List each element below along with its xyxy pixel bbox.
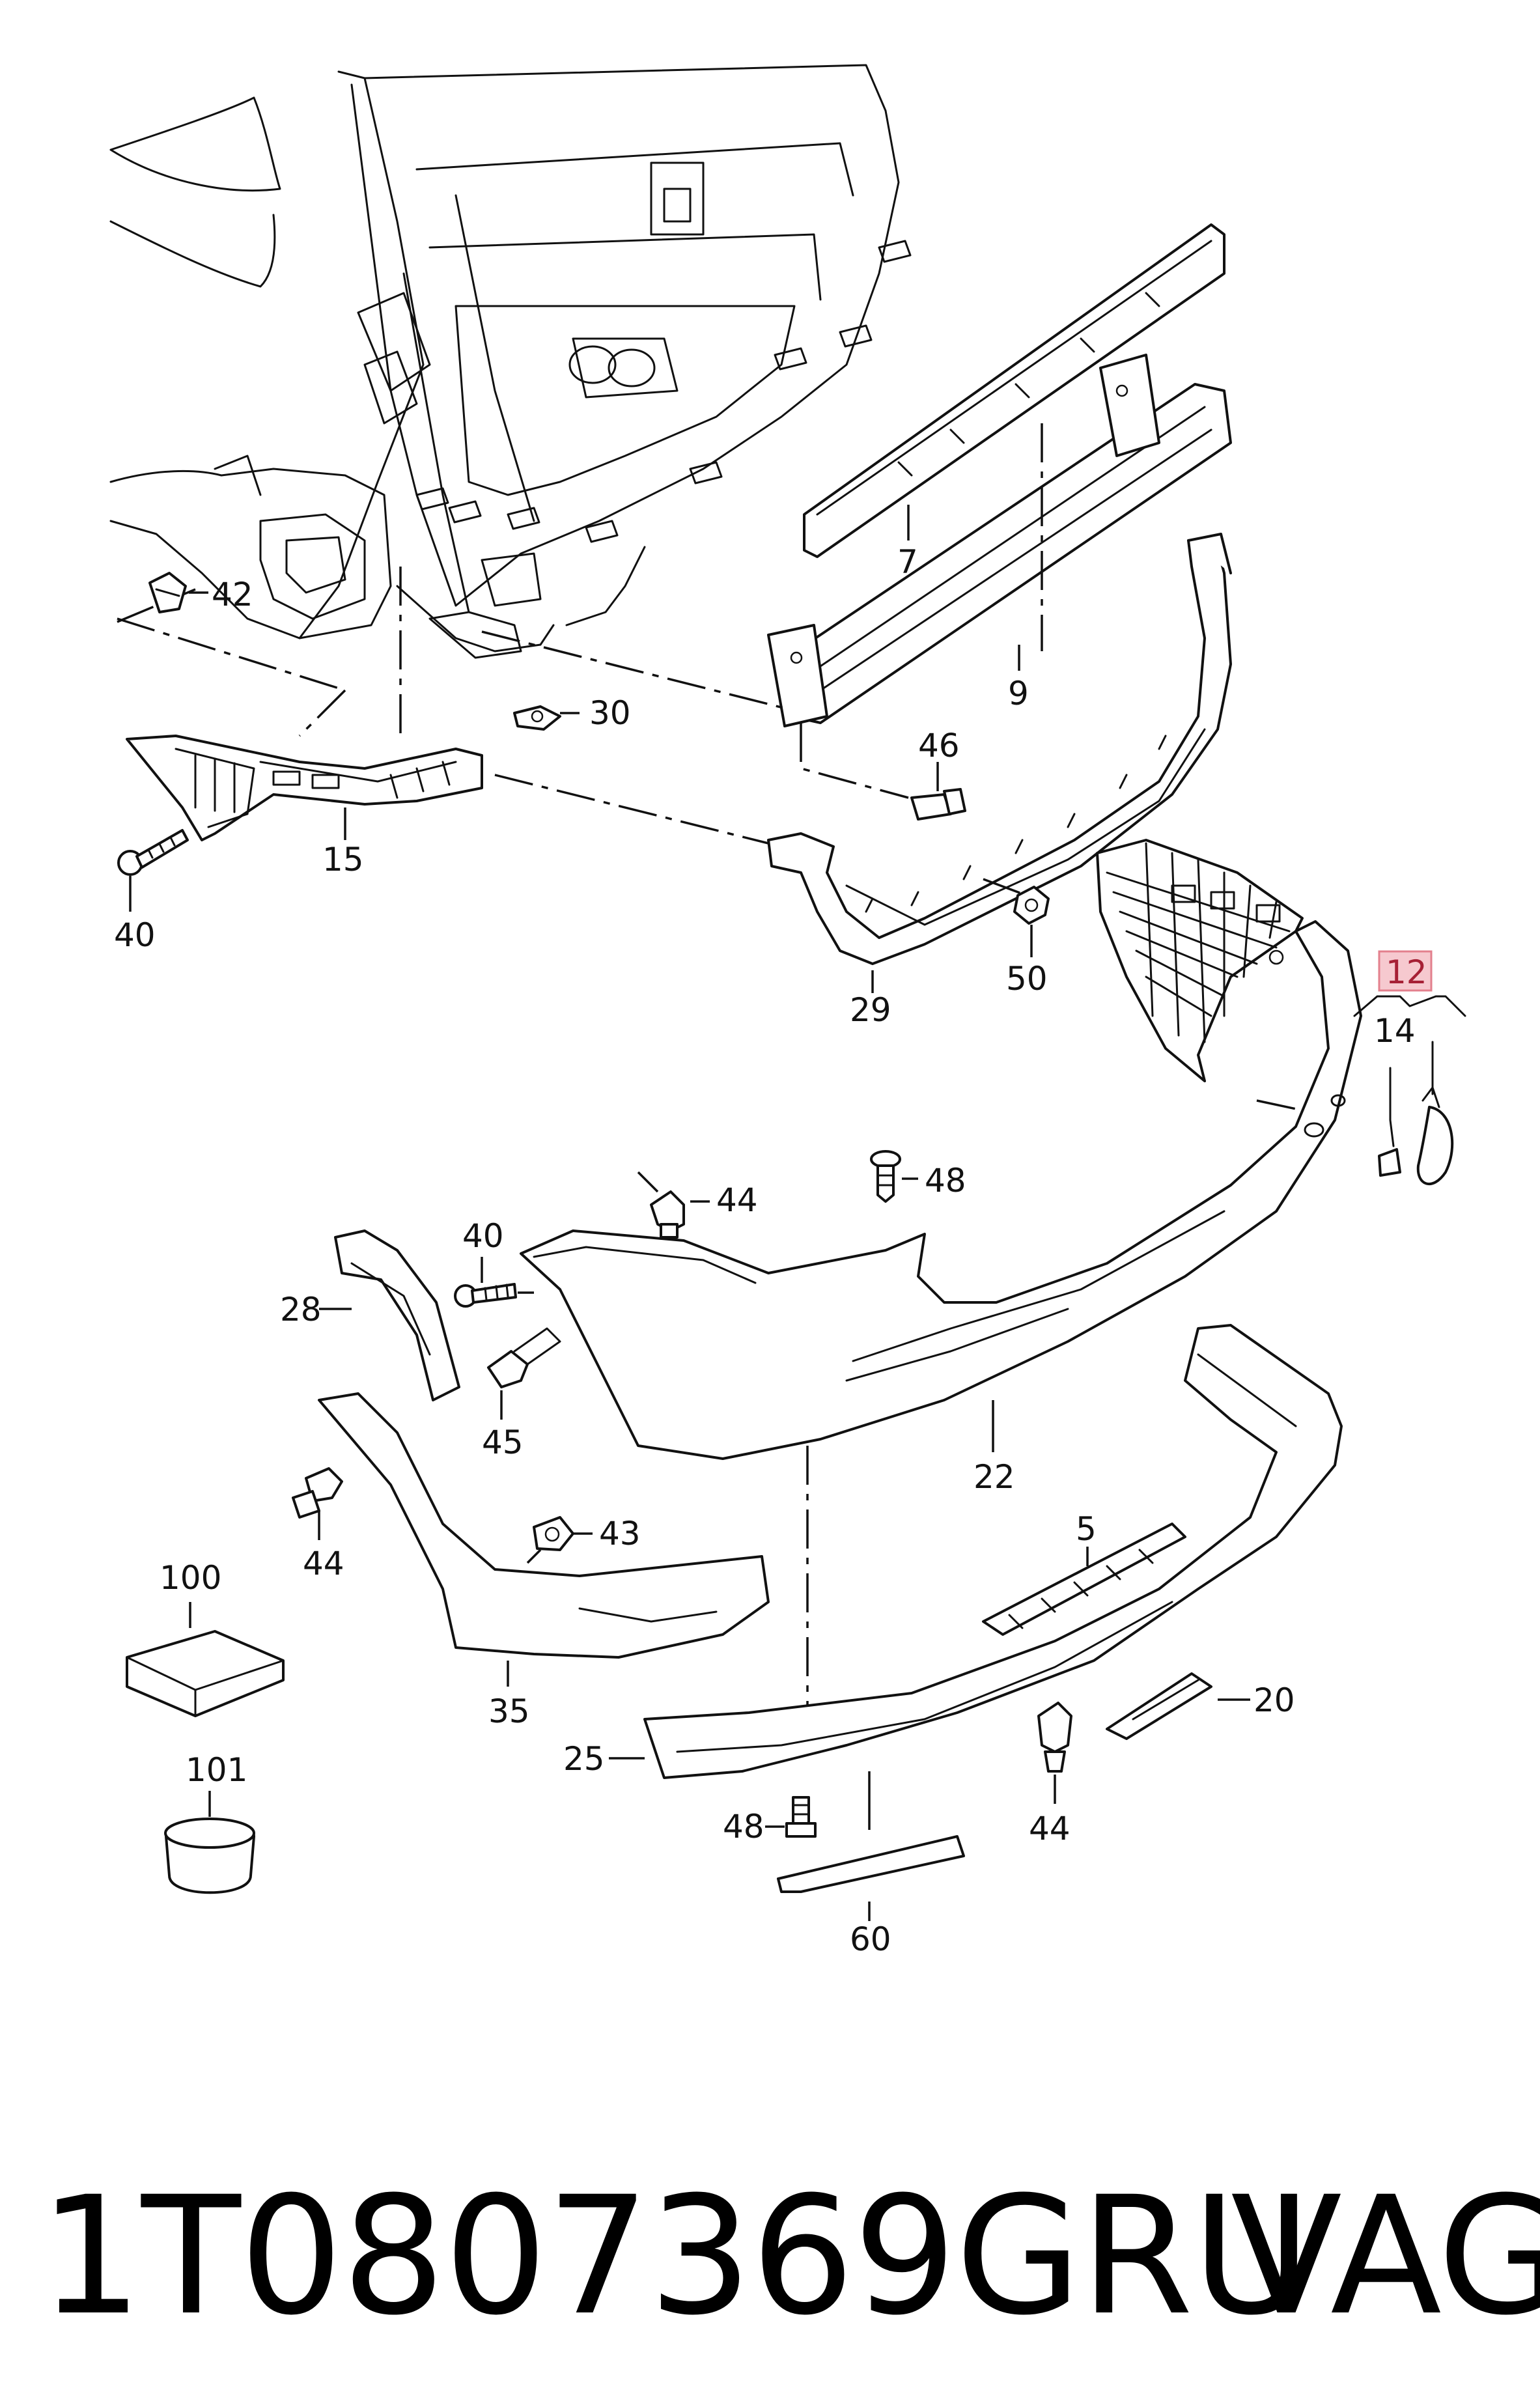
callout-44-upper: 44 [716, 1181, 758, 1219]
part-25-lower-diffuser [609, 1324, 1343, 1830]
callout-43: 43 [599, 1515, 641, 1552]
vehicle-body-shell [109, 64, 912, 659]
callout-48-upper: 48 [925, 1162, 966, 1200]
callout-101: 101 [186, 1751, 247, 1789]
fasteners [117, 572, 1072, 1838]
clip-45-icon [487, 1327, 561, 1420]
body-studs [415, 240, 912, 543]
clip-44-upper-icon [637, 1171, 710, 1239]
part-12-14-tow-cover [1353, 995, 1466, 1186]
callout-12-highlight [1378, 950, 1433, 992]
callout-40-upper: 40 [114, 916, 156, 954]
callout-46: 46 [918, 727, 960, 765]
screw-40-lower-icon [454, 1257, 534, 1308]
callout-28: 28 [280, 1291, 322, 1328]
callout-15: 15 [322, 841, 364, 878]
callout-40-lower: 40 [462, 1217, 504, 1255]
callout-42: 42 [212, 576, 253, 613]
part-number-label: 1T0807369GRU [39, 2161, 1311, 2351]
callout-25: 25 [563, 1740, 605, 1778]
callout-48-lower: 48 [723, 1808, 764, 1846]
bolt-48-upper-icon [870, 1150, 918, 1203]
part-5-reflector-strip [982, 1523, 1186, 1636]
callout-60: 60 [850, 1920, 891, 1958]
screw-40-upper-icon [117, 829, 189, 912]
callout-44-lower: 44 [1029, 1810, 1071, 1847]
part-35-trim-strip [318, 1392, 770, 1687]
part-28-trim [319, 1229, 460, 1401]
callout-20: 20 [1253, 1681, 1295, 1719]
clip-44-lower-icon [1037, 1702, 1072, 1804]
part-20-reflector [1106, 1672, 1250, 1740]
callout-45: 45 [482, 1424, 524, 1461]
clip-30-icon [513, 705, 580, 731]
callout-35: 35 [488, 1692, 530, 1730]
callout-14: 14 [1374, 1012, 1416, 1050]
part-100-pad [126, 1602, 285, 1717]
part-7-energy-absorber [803, 223, 1225, 558]
part-15-bumper-guide-left [126, 735, 483, 841]
part-29-bumper-guide-right [767, 533, 1232, 993]
part-60-trim-strip [777, 1835, 965, 1921]
part-9-bumper-carrier [767, 354, 1232, 727]
callout-50: 50 [1006, 960, 1048, 998]
callout-12[interactable]: 12 [1386, 953, 1427, 991]
bolt-48-lower-icon [765, 1796, 817, 1838]
callout-29: 29 [850, 991, 891, 1029]
callout-100: 100 [160, 1559, 221, 1597]
callout-30: 30 [589, 694, 631, 732]
clip-42-icon [148, 572, 208, 613]
callout-44-left: 44 [303, 1545, 344, 1582]
assembly-lines [117, 423, 1303, 1706]
clip-44-left-icon [292, 1467, 343, 1540]
clip-43-icon [526, 1516, 593, 1564]
bolt-46-icon [910, 762, 966, 821]
callout-labels: 7 9 42 30 46 15 40 29 50 12 14 48 44 40 … [114, 543, 1433, 1958]
brand-label: VAG [1231, 2161, 1540, 2351]
callout-22: 22 [973, 1458, 1015, 1496]
nut-50-icon [1013, 886, 1050, 957]
callout-7: 7 [897, 543, 918, 581]
callout-5: 5 [1076, 1510, 1097, 1548]
part-22-bumper-cover [520, 839, 1362, 1460]
callout-9: 9 [1008, 675, 1029, 712]
part-101-cap [164, 1791, 255, 1894]
